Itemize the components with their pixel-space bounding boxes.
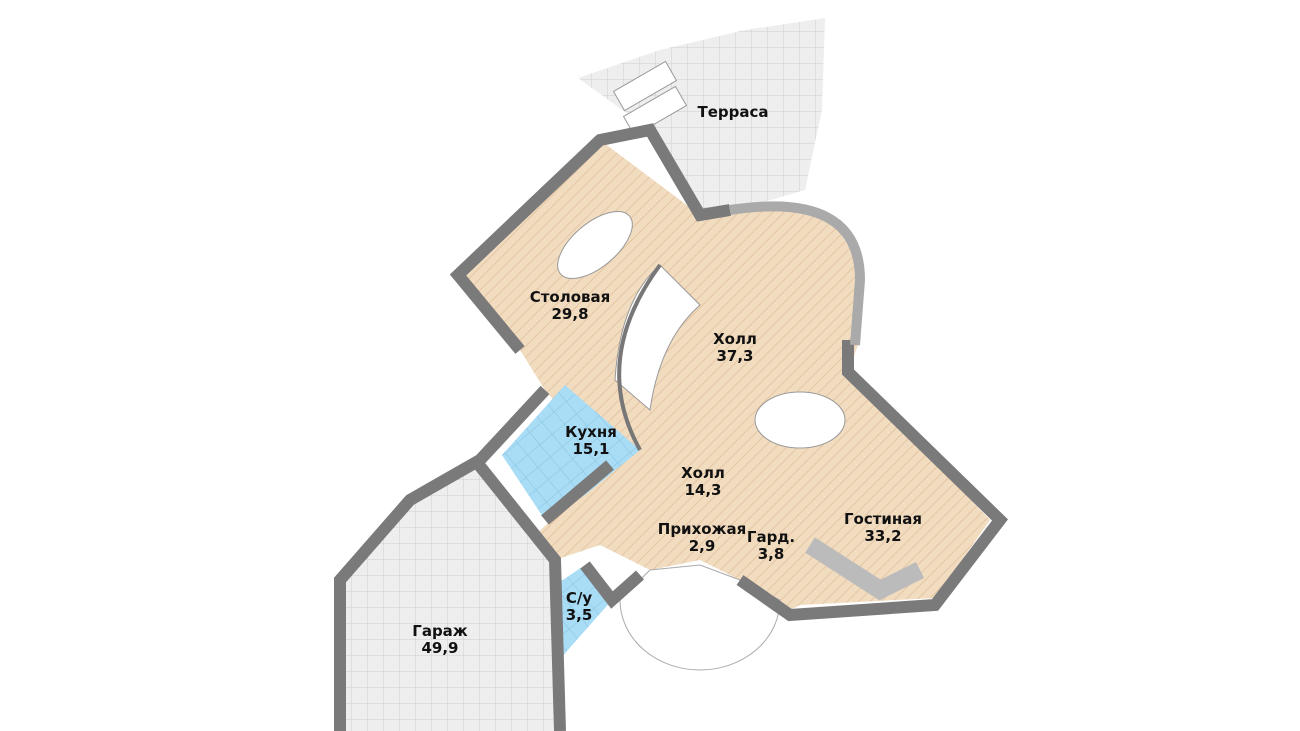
kitchen-floor xyxy=(502,385,640,520)
terrace-loungers xyxy=(612,60,688,137)
garage-floor xyxy=(340,462,565,731)
walls xyxy=(334,123,1009,731)
dining-table xyxy=(557,211,633,279)
room-label-wardrobe: Гард.3,8 xyxy=(746,528,796,563)
curved-wall xyxy=(617,263,662,451)
room-label-terrace: Терраса xyxy=(697,103,769,121)
terrace-area xyxy=(578,18,825,215)
bay-window xyxy=(729,201,866,346)
hall-table xyxy=(754,391,846,449)
living-sofa xyxy=(805,537,925,601)
bathroom-floor xyxy=(548,565,612,668)
